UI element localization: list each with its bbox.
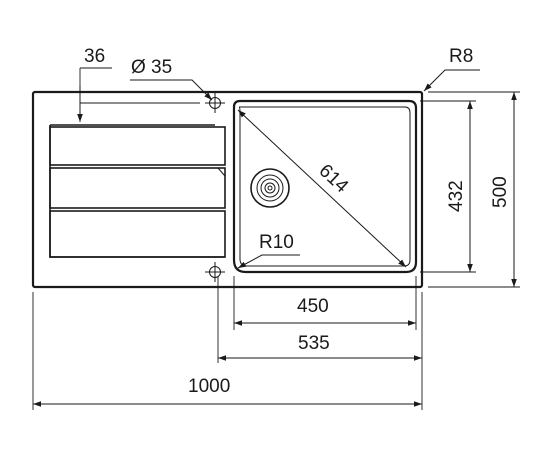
sink-outline bbox=[31, 90, 424, 289]
dim-432-label: 432 bbox=[446, 180, 467, 212]
dim-1000-label: 1000 bbox=[188, 376, 230, 397]
dim-450-label: 450 bbox=[297, 296, 329, 317]
dim-535-label: 535 bbox=[298, 333, 330, 354]
bowl bbox=[232, 99, 418, 274]
dim-36-label: 36 bbox=[84, 46, 105, 67]
dimension-lines bbox=[33, 67, 517, 407]
drain-icon bbox=[250, 168, 290, 208]
dim-r8-label: R8 bbox=[449, 46, 473, 67]
dim-500-label: 500 bbox=[490, 176, 511, 208]
dim-tap-hole-diameter-label: Ø 35 bbox=[131, 57, 172, 78]
tap-hole-icon bbox=[205, 93, 225, 282]
drainboard bbox=[49, 124, 226, 258]
dim-r10-label: R10 bbox=[259, 232, 294, 253]
dim-614-label: 614 bbox=[315, 160, 353, 197]
